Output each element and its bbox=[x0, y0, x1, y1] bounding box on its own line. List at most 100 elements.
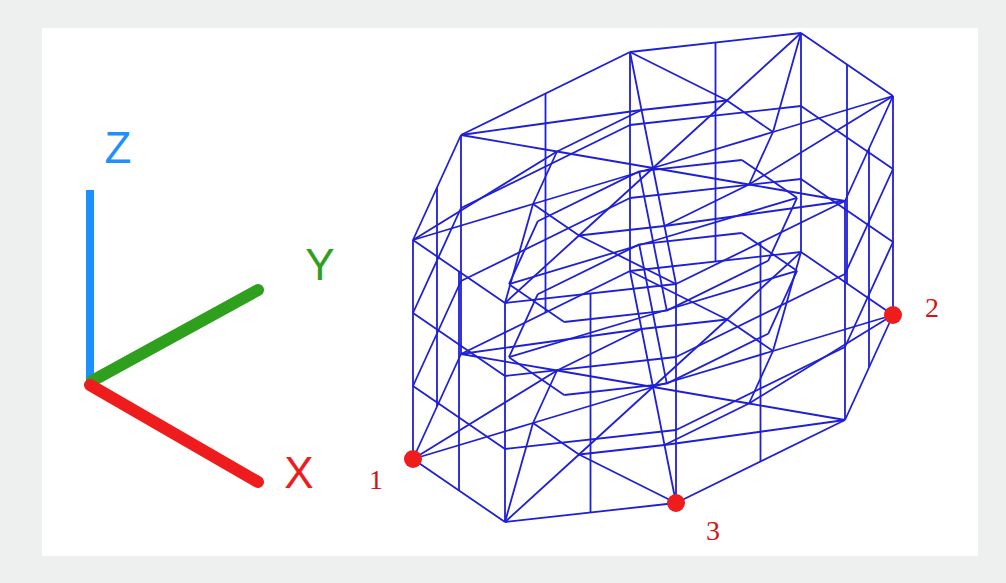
mesh-edge bbox=[590, 367, 592, 440]
mesh-edge bbox=[458, 345, 460, 418]
y-axis bbox=[92, 290, 258, 381]
mesh-edge bbox=[504, 303, 506, 522]
ucs-icon bbox=[90, 190, 258, 482]
mesh-edge bbox=[846, 65, 848, 138]
mesh-edge bbox=[653, 387, 665, 445]
mesh-edge bbox=[533, 423, 579, 455]
mesh-edge bbox=[653, 320, 727, 388]
mesh-edge bbox=[868, 149, 870, 222]
mesh-edge bbox=[727, 33, 801, 101]
mesh-edge bbox=[557, 152, 653, 169]
mesh-edge bbox=[579, 387, 653, 455]
mesh-edge bbox=[413, 423, 533, 459]
mesh-edge bbox=[653, 241, 667, 311]
mesh-edge bbox=[653, 168, 665, 226]
mesh-edge bbox=[545, 240, 547, 313]
mesh-edge bbox=[413, 204, 533, 240]
callout-number: 2 bbox=[925, 294, 939, 322]
mesh-edge bbox=[760, 389, 762, 462]
point-marker bbox=[884, 306, 902, 324]
mesh-edge bbox=[579, 168, 653, 236]
mesh-edge bbox=[590, 440, 592, 513]
mesh-edge bbox=[538, 244, 639, 294]
mesh-edge bbox=[868, 222, 870, 295]
mesh-edge bbox=[538, 171, 639, 221]
mesh-edge bbox=[579, 455, 676, 504]
axis-label: Z bbox=[105, 126, 132, 170]
mesh-edge bbox=[639, 171, 653, 241]
mesh-edge bbox=[505, 455, 579, 523]
mesh-edge bbox=[436, 261, 438, 334]
mesh-edge bbox=[653, 168, 749, 185]
mesh-edge bbox=[773, 96, 893, 132]
wireframe-mesh bbox=[413, 33, 893, 522]
mesh-edge bbox=[436, 334, 438, 407]
mesh-edge bbox=[715, 116, 717, 189]
mesh-edge bbox=[846, 138, 848, 211]
mesh-edge bbox=[458, 418, 460, 491]
mesh-edge bbox=[844, 201, 846, 420]
mesh-edge bbox=[509, 221, 538, 284]
axis-label: X bbox=[284, 451, 313, 495]
mesh-edge bbox=[509, 241, 653, 284]
mesh-edge bbox=[460, 135, 462, 354]
mesh-edge bbox=[667, 334, 768, 384]
x-axis bbox=[90, 385, 258, 482]
mesh-edge bbox=[800, 33, 802, 252]
mesh-edge bbox=[557, 371, 653, 388]
mesh-edge bbox=[667, 261, 768, 311]
mesh-edge bbox=[715, 43, 717, 116]
mesh-edge bbox=[760, 243, 762, 316]
mesh-edge bbox=[461, 329, 642, 354]
mesh-edge bbox=[653, 387, 749, 404]
mesh-edge bbox=[675, 284, 677, 503]
mesh-edge bbox=[509, 294, 538, 357]
mesh-edge bbox=[412, 240, 414, 459]
mesh-edge bbox=[642, 101, 728, 111]
mesh-edge bbox=[665, 420, 846, 445]
mesh-edge bbox=[639, 160, 742, 171]
mesh-edge bbox=[768, 198, 797, 261]
mesh-edge bbox=[642, 329, 654, 387]
mesh-edge bbox=[630, 52, 642, 110]
mesh-edge bbox=[630, 52, 727, 101]
mesh-edge bbox=[727, 101, 773, 133]
point-marker bbox=[667, 494, 685, 512]
mesh-edge bbox=[773, 315, 893, 351]
mesh-edge bbox=[629, 52, 631, 271]
mesh-edge bbox=[715, 189, 717, 262]
mesh-edge bbox=[653, 198, 797, 241]
mesh-edge bbox=[590, 294, 592, 367]
mesh-edge bbox=[653, 314, 667, 384]
mesh-edge bbox=[749, 96, 893, 185]
axis-label: Y bbox=[305, 243, 334, 287]
mesh-edge bbox=[768, 271, 797, 334]
mesh-edge bbox=[458, 272, 460, 345]
mesh-edge bbox=[461, 110, 642, 135]
drawing-area bbox=[42, 28, 978, 556]
callout-number: 3 bbox=[706, 517, 720, 545]
mesh-edge bbox=[413, 371, 557, 460]
mesh-edge bbox=[749, 404, 845, 421]
mesh-edge bbox=[642, 110, 654, 168]
pick-points bbox=[404, 306, 902, 512]
callout-number: 1 bbox=[369, 466, 383, 494]
mesh-edge bbox=[505, 204, 533, 303]
mesh-edge bbox=[742, 233, 797, 271]
mesh-edge bbox=[846, 211, 848, 284]
mesh-edge bbox=[564, 311, 667, 322]
point-marker bbox=[404, 450, 422, 468]
mesh-edge bbox=[639, 244, 653, 314]
mesh-edge bbox=[509, 357, 564, 395]
mesh-edge bbox=[545, 94, 547, 167]
mesh-edge bbox=[773, 33, 801, 132]
z-axis bbox=[86, 190, 94, 383]
mesh-edge bbox=[639, 233, 742, 244]
mesh-edge bbox=[773, 252, 801, 351]
mesh-edge bbox=[653, 101, 727, 169]
mesh-edge bbox=[509, 284, 564, 322]
mesh-edge bbox=[742, 160, 797, 198]
mesh-edge bbox=[579, 445, 665, 455]
